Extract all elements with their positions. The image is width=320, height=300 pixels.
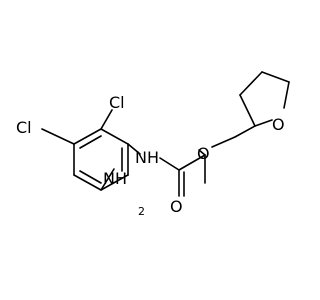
ring-double-1 <box>79 135 102 149</box>
thf-bond-4 <box>283 81 290 109</box>
bond-ring-cl-left <box>41 128 75 145</box>
bond-carbonyl-alpha <box>178 154 206 171</box>
atom-nh2-subscript: 2 <box>138 205 145 218</box>
ring-bond-3 <box>73 174 102 191</box>
atom-o-ether: O <box>197 144 210 163</box>
thf-bond-5 <box>254 119 273 127</box>
atom-o-ring: O <box>272 115 285 134</box>
ring-bond-6 <box>100 128 129 145</box>
bond-alpha-o <box>198 149 206 156</box>
structure-svg: Cl Cl NH NH 2 O O O <box>16 71 290 218</box>
bond-ch2-ring <box>234 125 256 138</box>
thf-bond-1 <box>239 94 256 127</box>
thf-bond-3 <box>261 71 290 83</box>
bond-ring-nh <box>127 143 141 155</box>
bond-ring-cl-top <box>100 109 113 130</box>
atom-nh: NH <box>135 148 159 167</box>
bond-nh-carbonyl <box>159 157 180 171</box>
atom-cl-top: Cl <box>109 93 125 112</box>
atom-cl-left: Cl <box>16 118 32 137</box>
thf-bond-2 <box>239 71 263 96</box>
ring-double-2 <box>79 170 102 184</box>
ring-bond-4 <box>100 174 129 191</box>
atom-o-carbonyl: O <box>170 197 183 216</box>
ring-bond-1 <box>73 128 102 145</box>
molecule-diagram: Cl Cl NH NH 2 O O O <box>16 71 290 218</box>
bond-ring-nh2 <box>100 168 115 191</box>
bond-o-ch2 <box>211 136 236 148</box>
atom-nh2: NH <box>103 169 127 188</box>
